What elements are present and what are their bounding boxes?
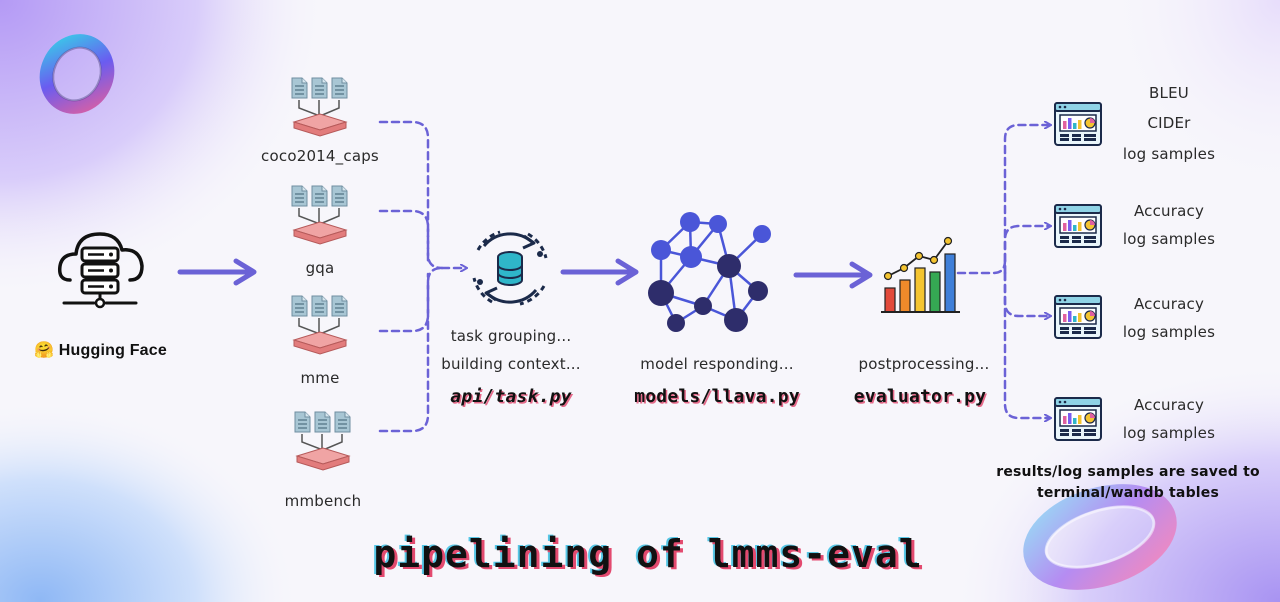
stage-2-file: evaluator.py <box>853 386 987 407</box>
result-1-metric-0: Accuracy <box>1133 202 1205 220</box>
fanout-branch-3 <box>1003 271 1050 418</box>
stage-2-status-0: postprocessing... <box>858 355 990 373</box>
result-1-metric-1: log samples <box>1122 230 1216 248</box>
dashed-merge-connector <box>378 120 466 433</box>
dataset-label-2: mme <box>300 369 340 387</box>
result-0-metric-2: log samples <box>1122 145 1216 163</box>
fanout-branch-1 <box>1003 226 1050 275</box>
ring-decoration-top-left <box>39 34 115 114</box>
icon-layer <box>57 77 1102 471</box>
result-0-metric-1: CIDEr <box>1147 114 1191 132</box>
arrow-task-to-model <box>560 258 639 286</box>
diagram-title: pipelining of lmms-eval <box>373 532 923 576</box>
dashed-fanout-connector <box>956 125 1050 418</box>
result-3-metric-0: Accuracy <box>1133 396 1205 414</box>
arrow-model-to-evaluator <box>793 261 873 289</box>
result-3-metric-1: log samples <box>1122 424 1216 442</box>
fanout-branch-0 <box>1003 125 1050 275</box>
cloud-server-icon <box>57 232 144 309</box>
stage-1-file: models/llava.py <box>634 386 800 407</box>
stage-0-status-1: building context... <box>441 355 581 373</box>
stage-0-file: api/task.py <box>450 386 572 407</box>
saved-note: results/log samples are saved to termina… <box>996 462 1260 504</box>
dashboard-icon-0 <box>1054 102 1102 146</box>
result-0-metric-0: BLEU <box>1149 84 1189 102</box>
dashboard-icon-3 <box>1054 397 1102 441</box>
dashboard-icon-1 <box>1054 204 1102 248</box>
dataset-icon-1 <box>291 185 348 245</box>
saved-note-line-0: results/log samples are saved to <box>996 464 1260 480</box>
result-2-metric-0: Accuracy <box>1133 295 1205 313</box>
dataset-icon-2 <box>291 295 348 355</box>
arrow-hf-to-datasets <box>177 258 257 286</box>
saved-note-line-1: terminal/wandb tables <box>1036 485 1220 501</box>
dataset-label-1: gqa <box>305 259 335 277</box>
dataset-label-0: coco2014_caps <box>261 147 379 165</box>
neural-network-icon <box>648 212 771 332</box>
database-cycle-icon <box>472 230 548 306</box>
hugging-face-emoji-icon: 🤗 <box>34 342 55 359</box>
dataset-label-3: mmbench <box>284 492 362 510</box>
dataset-icon-0 <box>291 77 348 137</box>
hugging-face-text: Hugging Face <box>58 342 167 359</box>
ring-decoration-bottom-right <box>1023 484 1177 590</box>
stage-0-status-0: task grouping... <box>450 327 572 345</box>
fanout-branch-2 <box>1003 271 1050 316</box>
dashboard-icon-2 <box>1054 295 1102 339</box>
dataset-icon-3 <box>294 411 351 471</box>
stage-1-status-0: model responding... <box>640 355 794 373</box>
result-2-metric-1: log samples <box>1122 323 1216 341</box>
bar-chart-icon <box>881 236 960 313</box>
connector-layer <box>177 120 1050 433</box>
hugging-face-label: 🤗 Hugging Face <box>34 340 167 360</box>
